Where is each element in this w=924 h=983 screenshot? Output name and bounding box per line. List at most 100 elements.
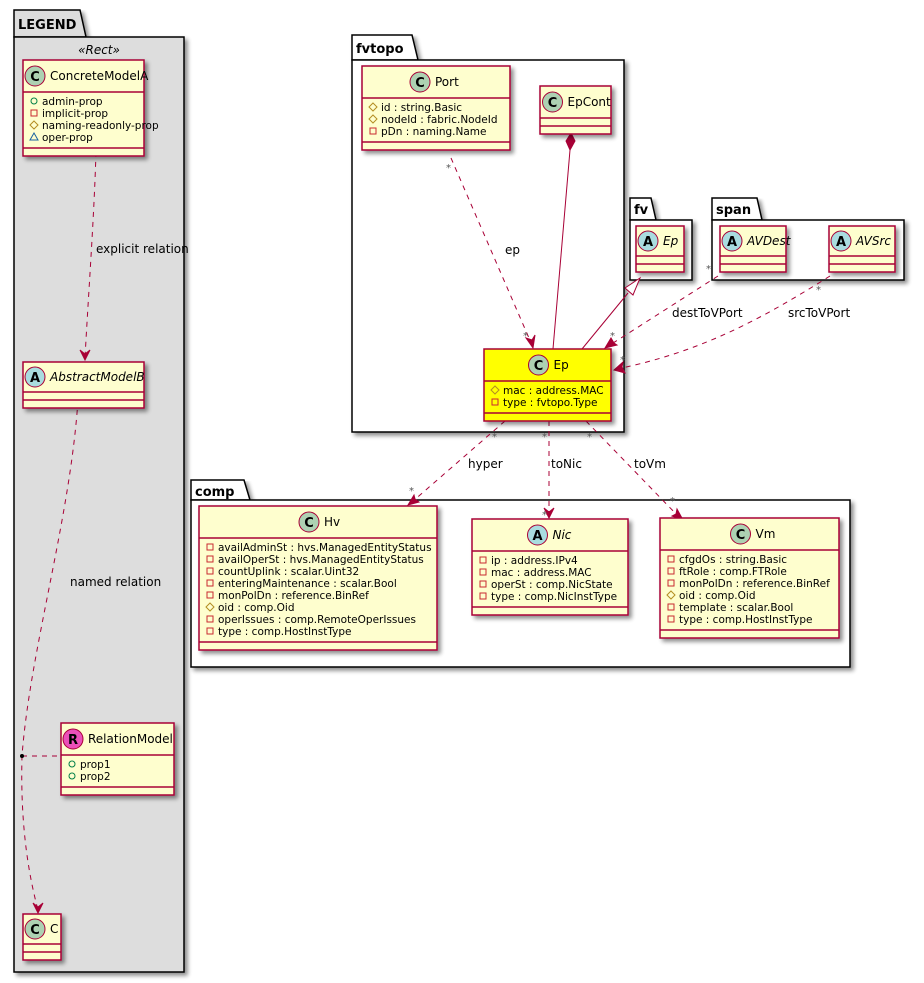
relation-hyper-from-mult: * [492, 432, 497, 443]
class-attribute: availAdminSt : hvs.ManagedEntityStatus [206, 542, 432, 554]
attribute-text: pDn : naming.Name [381, 126, 487, 138]
attribute-text: countUplink : scalar.Uint32 [218, 566, 359, 578]
attribute-text: type : fvtopo.Type [503, 397, 597, 409]
relation-hyper-arrowhead [406, 493, 421, 506]
package-comp-name: comp [195, 485, 235, 500]
class-name: Hv [324, 515, 340, 529]
relation-named-arrowhead [32, 902, 44, 915]
class-attribute: oper-prop [29, 131, 93, 144]
package-visibility-icon [29, 131, 39, 141]
package-span-name: span [716, 203, 751, 218]
package-fvtopo-name: fvtopo [356, 42, 404, 57]
class-name: Vm [756, 527, 776, 541]
class-hv[interactable]: C Hv availAdminSt : hvs.ManagedEntityStatu… [198, 505, 438, 651]
attribute-text: availAdminSt : hvs.ManagedEntityStatus [218, 542, 432, 554]
abstract-class-icon [24, 366, 46, 388]
attribute-text: monPolDn : reference.BinRef [218, 590, 369, 602]
relation-explicit-label: explicit relation [96, 242, 189, 256]
class-name: AbstractModelB [49, 370, 145, 384]
class-kind-letter: C [548, 96, 558, 111]
class-name: Port [435, 75, 459, 89]
class-icon [24, 65, 46, 87]
relation-desttovport-from-mult: * [706, 264, 711, 275]
class-kind-letter: C [30, 923, 40, 938]
protected-visibility-icon [368, 114, 378, 124]
class-name: RelationModel [88, 732, 173, 746]
private-visibility-icon [667, 603, 675, 611]
class-attribute: enteringMaintenance : scalar.Bool [206, 578, 397, 590]
relation-tovm-line [585, 420, 680, 518]
class-kind-letter: A [727, 235, 737, 250]
attribute-text: prop2 [80, 771, 111, 783]
private-visibility-icon [667, 615, 675, 623]
abstract-class-icon [830, 230, 852, 252]
class-kind-letter: A [836, 235, 846, 250]
class-attribute: operSt : comp.NicState [479, 579, 613, 591]
class-attribute: countUplink : scalar.Uint32 [206, 566, 359, 578]
abstract-class-icon [637, 230, 659, 252]
relation-srctovport-from-mult: * [816, 285, 821, 296]
class-name: C [50, 922, 58, 936]
class-attribute: type : comp.HostInstType [206, 626, 351, 638]
relation-ep-line [450, 157, 533, 346]
relation-tonic-from-mult: * [542, 432, 547, 443]
private-visibility-icon [206, 579, 214, 587]
relation-hyper-line [411, 420, 506, 503]
relation-junction-dot [20, 754, 24, 758]
attribute-text: monPolDn : reference.BinRef [679, 578, 830, 590]
private-visibility-icon [206, 627, 214, 635]
legend-stereotype: «Rect» [78, 43, 120, 57]
abstract-class-icon [721, 230, 743, 252]
relation-tovm-from-mult: * [587, 432, 592, 443]
class-attribute: admin-prop [30, 96, 103, 108]
class-kind-letter: C [30, 70, 40, 85]
private-visibility-icon [206, 567, 214, 575]
attribute-text: prop1 [80, 759, 111, 771]
class-box [198, 505, 438, 651]
class-kind-letter: C [736, 528, 746, 543]
relation-tovm-label: toVm [634, 457, 666, 471]
private-visibility-icon [479, 592, 487, 600]
class-attribute: id : string.Basic [368, 102, 462, 114]
class-attribute: mac : address.MAC [490, 385, 604, 397]
package-legend: LEGEND «Rect» [13, 9, 185, 973]
class-attribute: type : comp.HostInstType [667, 614, 812, 626]
class-icon [24, 918, 46, 940]
attribute-text: naming-readonly-prop [42, 120, 159, 132]
relation-srctovport-arrowhead [612, 360, 626, 374]
attribute-text: operIssues : comp.RemoteOperIssues [218, 614, 416, 626]
class-kind-letter: C [534, 359, 544, 374]
class-kind-letter: C [304, 516, 314, 531]
public-visibility-icon [68, 760, 76, 768]
public-visibility-icon [68, 772, 76, 780]
public-visibility-icon [30, 97, 38, 105]
private-visibility-icon [369, 127, 377, 135]
attribute-text: admin-prop [42, 96, 103, 108]
relation-srctovport-label: srcToVPort [788, 306, 850, 320]
attribute-text: type : comp.HostInstType [679, 614, 812, 626]
relation-tonic-arrowhead [543, 507, 555, 520]
private-visibility-icon [479, 556, 487, 564]
class-attribute: monPolDn : reference.BinRef [206, 590, 369, 602]
relation-desttovport-arrowhead [603, 337, 619, 349]
protected-visibility-icon [29, 120, 39, 130]
class-kind-letter: C [415, 76, 425, 91]
private-visibility-icon [667, 579, 675, 587]
relation-hyper-to-mult: * [409, 486, 414, 497]
class-name: ConcreteModelA [50, 69, 149, 83]
class-attribute: ip : address.IPv4 [479, 555, 578, 567]
generalization-triangle-icon [624, 276, 642, 296]
attribute-text: nodeId : fabric.NodeId [381, 114, 497, 126]
